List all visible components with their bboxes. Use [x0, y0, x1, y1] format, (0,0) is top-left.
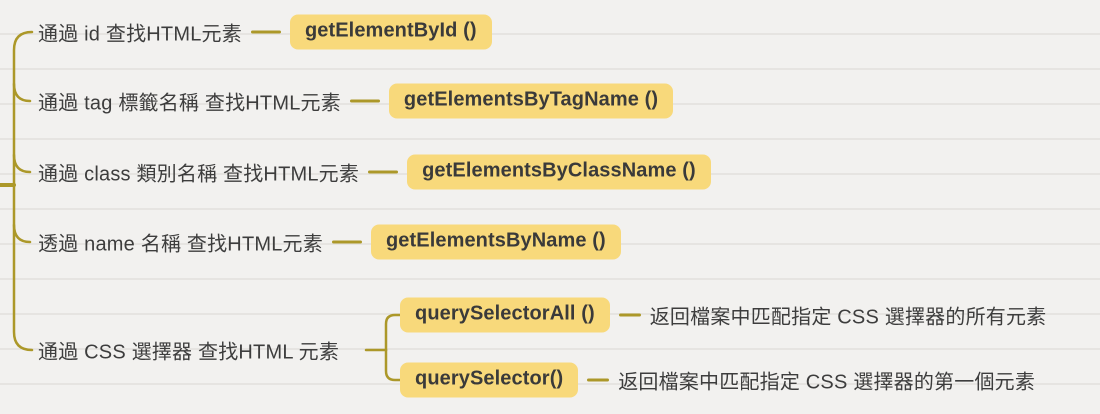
- description-queryselector[interactable]: 返回檔案中匹配指定 CSS 選擇器的第一個元素: [618, 371, 1036, 394]
- method-node-getelementsbyname[interactable]: getElementsByName (): [370, 224, 621, 260]
- queryselectorall-connector: [384, 313, 402, 352]
- method-node-getelementsbytagname[interactable]: getElementsByTagName (): [388, 83, 674, 119]
- description-queryselectorall[interactable]: 返回檔案中匹配指定 CSS 選擇器的所有元素: [649, 306, 1047, 329]
- branch-row-name: 透過 name 名稱 查找HTML元素 getElementsByName (): [38, 224, 621, 260]
- branch-dash-icon: [587, 378, 610, 382]
- branch-row-id: 通過 id 查找HTML元素 getElementById (): [38, 14, 492, 50]
- branch-row-css-selector: 通過 CSS 選擇器 查找HTML 元素: [38, 336, 339, 365]
- branch-row-class: 通過 class 類別名稱 查找HTML元素 getElementsByClas…: [38, 154, 711, 190]
- queryselector-connector: [384, 348, 402, 382]
- branch-label-id[interactable]: 通過 id 查找HTML元素: [38, 23, 242, 46]
- branch-dash-icon: [368, 170, 399, 174]
- branch-label-name[interactable]: 透過 name 名稱 查找HTML元素: [38, 233, 323, 256]
- branch-label-css-selector[interactable]: 通過 CSS 選擇器 查找HTML 元素: [38, 341, 340, 364]
- branch-dash-icon: [331, 240, 362, 244]
- child-row-queryselector: querySelector() 返回檔案中匹配指定 CSS 選擇器的第一個元素: [400, 362, 1036, 398]
- branch-row-tag: 通過 tag 標籤名稱 查找HTML元素 getElementsByTagNam…: [38, 83, 674, 119]
- method-node-getelementbyid[interactable]: getElementById (): [289, 14, 492, 50]
- branch-dash-icon: [250, 30, 281, 34]
- branch-2-connector: [12, 82, 32, 103]
- branch-dash-icon: [618, 313, 641, 317]
- method-node-queryselectorall[interactable]: querySelectorAll (): [400, 297, 610, 333]
- branch-label-class[interactable]: 通過 class 類別名稱 查找HTML元素: [38, 163, 360, 186]
- branch-4-connector: [12, 223, 32, 244]
- branch-3-connector: [12, 153, 32, 174]
- trunk-connector: [12, 30, 34, 352]
- method-node-queryselector[interactable]: querySelector(): [400, 362, 579, 398]
- branch-dash-icon: [349, 99, 380, 103]
- branch-label-tag[interactable]: 通過 tag 標籤名稱 查找HTML元素: [38, 92, 341, 115]
- child-row-queryselectorall: querySelectorAll () 返回檔案中匹配指定 CSS 選擇器的所有…: [400, 297, 1047, 333]
- method-node-getelementsbyclassname[interactable]: getElementsByClassName (): [407, 154, 711, 190]
